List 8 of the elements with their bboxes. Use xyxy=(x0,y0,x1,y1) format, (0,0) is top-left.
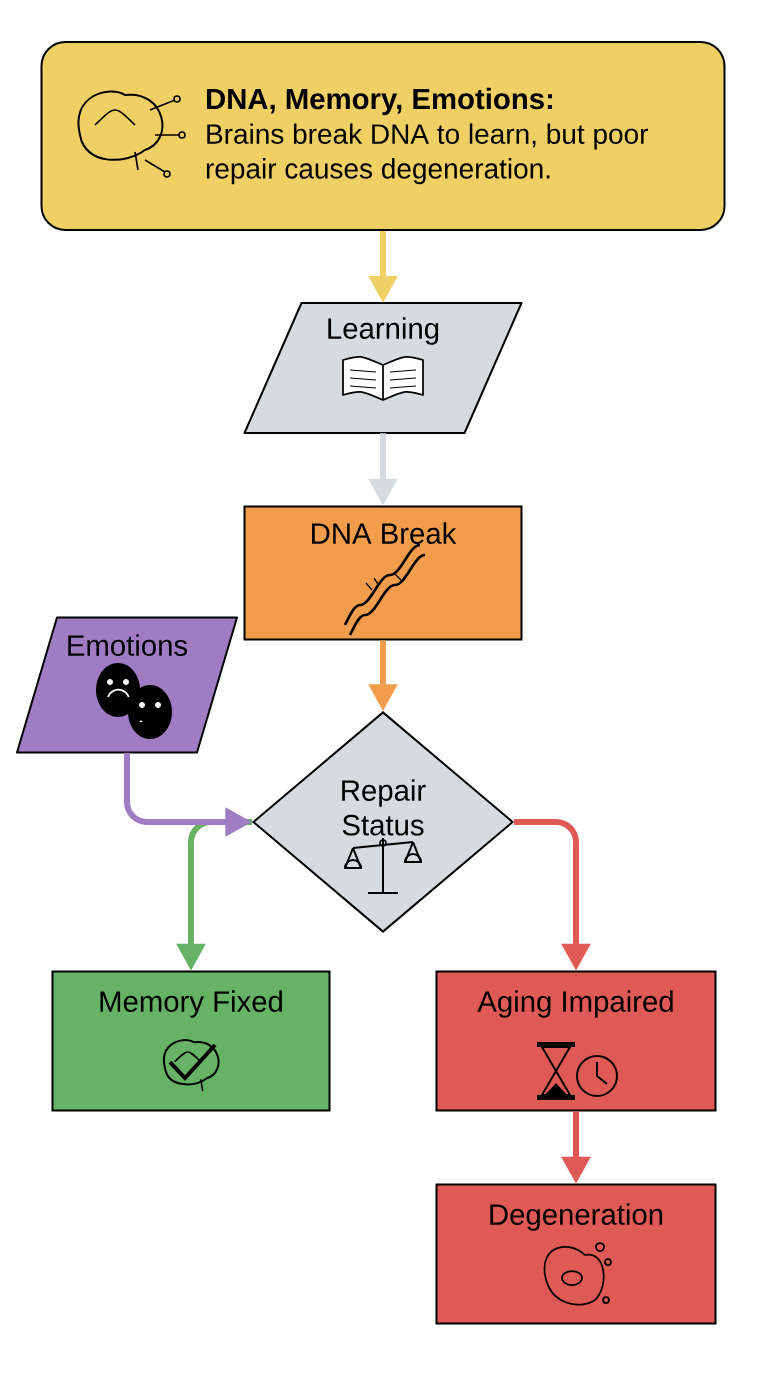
process-box: Degeneration xyxy=(435,1183,717,1325)
process-box: Aging Impaired xyxy=(435,970,717,1112)
process-box: Memory Fixed xyxy=(51,970,331,1112)
process-box: DNA Break xyxy=(243,505,523,641)
arrow xyxy=(368,640,398,711)
title-box: DNA, Memory, Emotions: Brains break DNA to learn, but poor repair causes degeneration. xyxy=(40,41,726,231)
input-parallelogram: Learning xyxy=(243,302,523,434)
arrow xyxy=(124,752,252,837)
